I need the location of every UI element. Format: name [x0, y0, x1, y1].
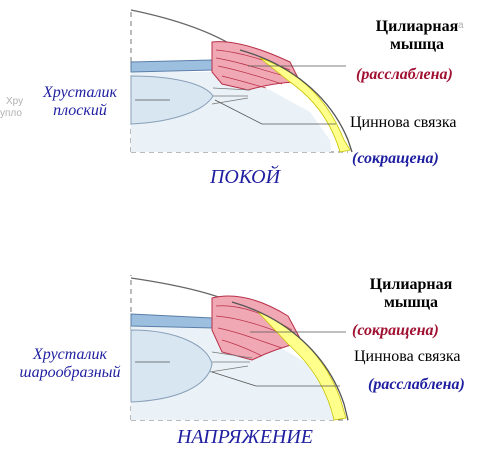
top-zonule-state: (сокращена): [352, 150, 439, 167]
bottom-ciliary-label: Цилиарная мышца: [356, 276, 466, 313]
top-caption: ПОКОЙ: [209, 166, 281, 188]
bottom-zonule-label: Циннова связка: [354, 348, 461, 365]
bottom-outer-shell: [231, 301, 349, 421]
bottom-lens: [130, 329, 213, 403]
top-lens-line1: Хрусталик: [43, 84, 117, 101]
bottom-iris: [130, 313, 215, 329]
top-ciliary-fibers: [215, 49, 293, 89]
top-lens-label: Хрусталик плоский: [28, 84, 132, 121]
bottom-lens-label: Хрусталик шарообразный: [8, 346, 132, 383]
faint-text-right: а: [458, 20, 464, 31]
top-ciliary-state: (расслаблена): [356, 66, 453, 83]
top-lens-line2: плоский: [53, 102, 107, 120]
bottom-ciliary-fibers: [215, 305, 295, 357]
top-ciliary-line2: мышца: [389, 36, 445, 54]
top-ciliary-line1: Цилиарная: [375, 18, 459, 35]
bottom-ciliary-line2: мышца: [383, 294, 439, 312]
top-iris: [130, 59, 215, 73]
bottom-zonule: [209, 351, 253, 373]
bottom-ciliary-line1: Цилиарная: [369, 276, 453, 293]
top-leader-zonule: [214, 99, 336, 125]
top-zonule: [211, 87, 251, 105]
bottom-lens-line1: Хрусталик: [33, 346, 107, 363]
bottom-panel: [130, 275, 349, 421]
bottom-leader-zonule: [211, 371, 340, 387]
faint-text-left1: Хру: [6, 96, 24, 107]
bottom-zonule-state: (расслаблена): [368, 376, 465, 393]
top-zonule-label: Циннова связка: [350, 114, 457, 131]
top-panel: [130, 8, 353, 153]
top-ciliary-label: Цилиарная мышца: [362, 18, 472, 55]
faint-text-left2: упло: [0, 108, 22, 119]
bottom-caption: НАПРЯЖЕНИЕ: [176, 426, 314, 448]
top-lens: [130, 75, 214, 125]
top-outer-shell: [239, 49, 353, 153]
bottom-lens-line2: шарообразный: [19, 364, 121, 382]
bottom-ciliary-state: (сокращена): [352, 322, 439, 339]
